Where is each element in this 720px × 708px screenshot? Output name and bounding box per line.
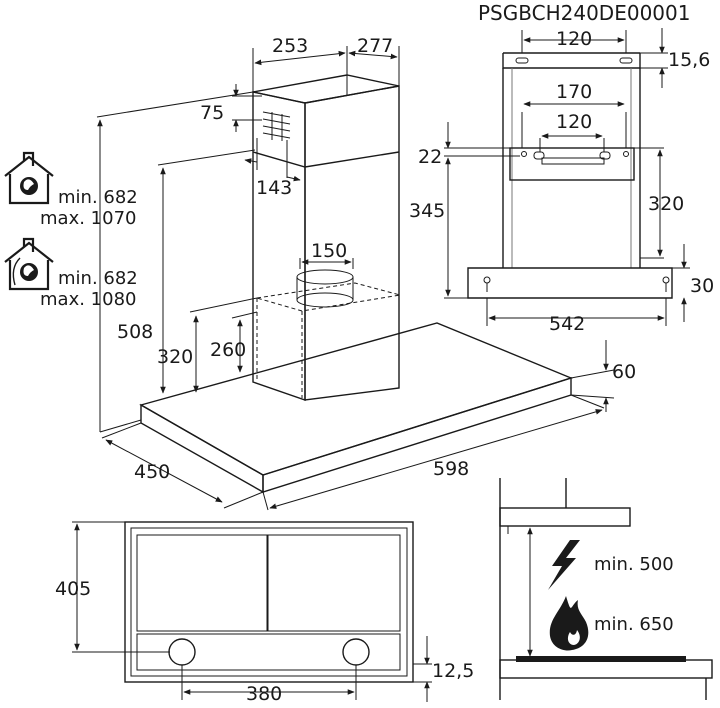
dim-edge-offset: 12,5 — [432, 660, 474, 682]
house-extraction-icon — [4, 151, 54, 205]
recirculation-max: max. 1080 — [40, 289, 136, 310]
gas-flame-icon — [549, 596, 589, 651]
dim-canopy-thickness: 60 — [612, 361, 636, 383]
dim-top-hole-spacing: 120 — [556, 28, 592, 50]
dim-top-width: 253 — [272, 35, 308, 57]
extraction-mode: min. 682 max. 1070 — [4, 151, 138, 229]
house-recirculation-icon — [4, 237, 54, 291]
dim-canopy-width: 598 — [433, 458, 469, 480]
bottom-view: 405 380 12,5 — [55, 521, 474, 705]
dim-vent-offset: 75 — [200, 102, 224, 124]
extraction-max: max. 1070 — [40, 208, 136, 229]
dim-outlet-diameter: 150 — [311, 240, 347, 262]
dim-bottom-depth: 405 — [55, 578, 91, 600]
dim-span-170: 170 — [556, 81, 592, 103]
dim-top-depth: 277 — [357, 35, 393, 57]
clearance-view: min. 500 min. 650 — [499, 478, 713, 700]
bracket-view: 120 15,6 170 120 22 345 320 30 542 — [409, 28, 714, 335]
dim-inner-120: 120 — [556, 111, 592, 133]
dim-height-320: 320 — [157, 346, 193, 368]
dim-height-345: 345 — [409, 200, 445, 222]
recirculation-min: min. 682 — [58, 268, 138, 289]
dim-height-508: 508 — [117, 321, 153, 343]
dim-filter-spacing: 380 — [246, 683, 282, 705]
vent-slots — [262, 111, 291, 141]
clearance-gas-label: min. 650 — [594, 614, 674, 635]
clearance-electric-label: min. 500 — [594, 554, 674, 575]
dim-height-320-bracket: 320 — [648, 193, 684, 215]
dim-width-542: 542 — [549, 313, 585, 335]
electric-hob-icon — [548, 540, 580, 590]
recirculation-mode: min. 682 max. 1080 — [4, 237, 138, 310]
dim-offset-22: 22 — [418, 146, 442, 168]
dim-top-offset: 15,6 — [668, 49, 710, 71]
hood-isometric-view: 253 277 75 143 150 508 320 260 60 — [96, 35, 636, 511]
dim-canopy-depth: 450 — [134, 461, 170, 483]
product-code: PSGBCH240DE00001 — [478, 1, 690, 25]
dim-bottom-30: 30 — [690, 275, 714, 297]
dim-height-260: 260 — [210, 339, 246, 361]
dim-vent-inset: 143 — [256, 177, 292, 199]
outlet-cylinder — [296, 269, 354, 308]
extraction-min: min. 682 — [58, 187, 138, 208]
